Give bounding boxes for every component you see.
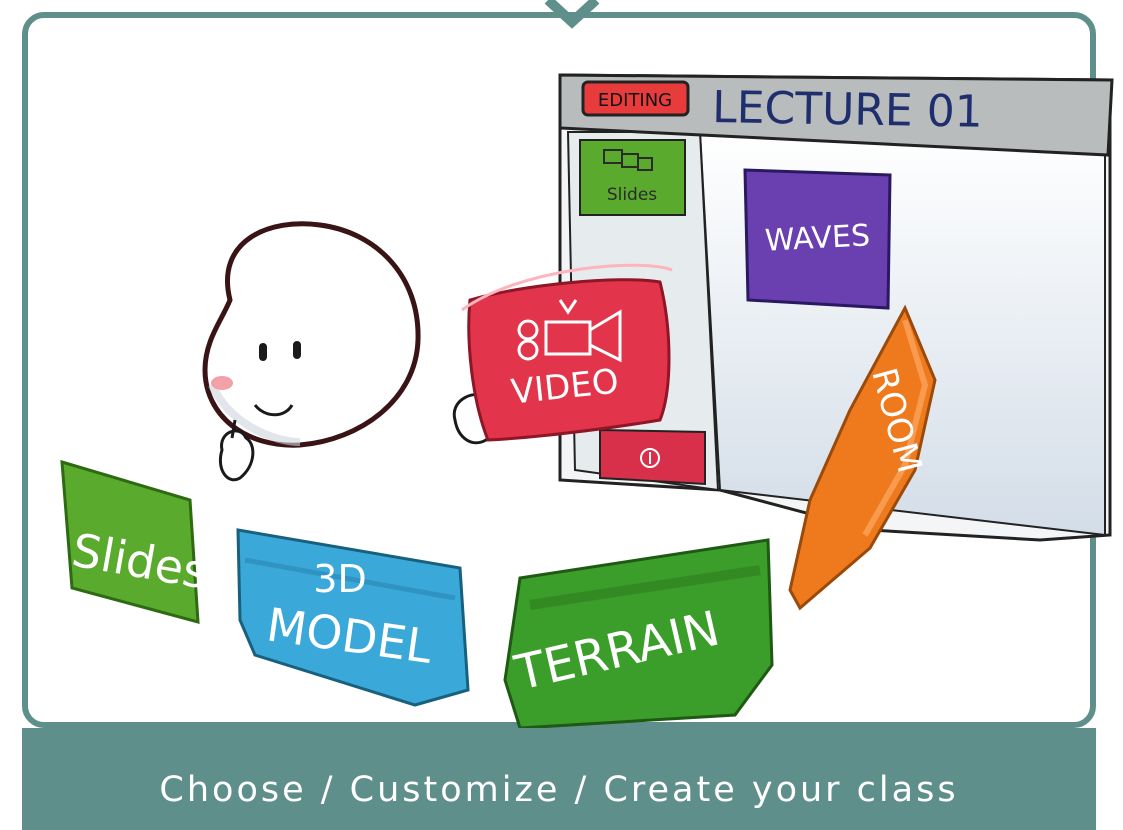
chevron-down-icon	[544, 0, 600, 29]
add-icon	[640, 448, 660, 468]
sidebar-item-add[interactable]	[599, 428, 706, 486]
caption-bar	[22, 728, 1096, 830]
mascot-character	[202, 221, 498, 482]
tile-3d-model[interactable]: 3D MODEL	[236, 528, 470, 707]
editing-badge-label: EDITING	[598, 90, 672, 111]
editor-window: EDITING LECTURE 01 Slides	[558, 73, 1114, 542]
tile-waves[interactable]: WAVES	[743, 168, 892, 310]
tile-slides[interactable]: Slides	[60, 459, 212, 624]
video-camera-icon	[517, 299, 622, 363]
tile-video[interactable]: VIDEO	[461, 263, 673, 442]
sidebar-item-label: Slides	[607, 185, 657, 205]
tile-room[interactable]: ROOM	[788, 304, 937, 611]
caption-text: Choose / Customize / Create your class	[159, 770, 959, 810]
window-title-bar	[558, 73, 1114, 157]
tile-3d-model-label-line1: 3D	[313, 557, 366, 601]
editing-badge	[581, 80, 690, 117]
sidebar-item-slides[interactable]: Slides	[579, 139, 686, 216]
slides-icon	[603, 149, 653, 171]
window-title: LECTURE 01	[712, 82, 983, 138]
tile-waves-label: WAVES	[764, 218, 871, 258]
tile-terrain[interactable]: TERRAIN	[503, 538, 774, 730]
